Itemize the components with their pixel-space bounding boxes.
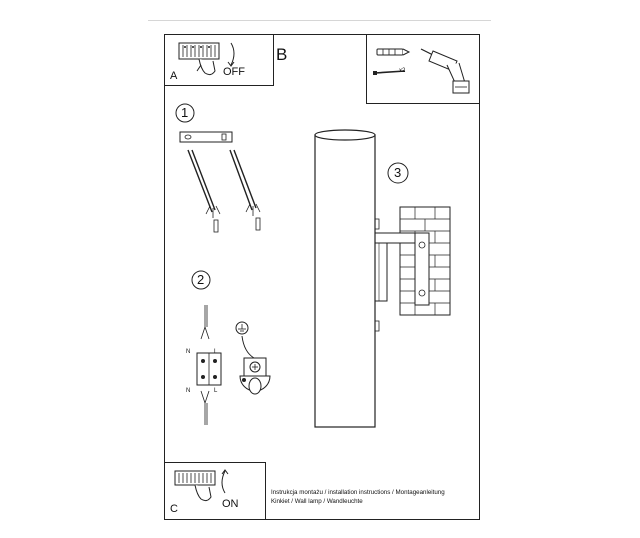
footer-instructions-title: Instrukcja montażu / installation instru… [271,489,445,496]
drill-icon [420,48,470,94]
step-3-number: 3 [394,165,402,180]
top-separator [148,20,491,21]
wiring-label-top-n: N [186,349,191,355]
step-a-letter: A [170,70,178,82]
wiring-label-top-l: L [214,349,218,355]
step-a-action: OFF [223,66,245,78]
terminal-block-wiring-diagram [196,305,222,425]
wall-lamp-mounting-illustration [314,129,451,428]
fuse-switch-on-icon [174,469,229,502]
tools-box: x2 [366,34,480,104]
step-c-box: C ON [164,462,266,520]
tools-quantity: x2 [399,68,406,74]
wiring-label-bottom-n: N [186,388,191,394]
step-c-letter: C [170,503,178,515]
instruction-frame [164,34,480,520]
ground-connection-icon [235,321,271,395]
step-3-number-circle [387,162,409,184]
step-c-action: ON [222,498,239,510]
step-2-number: 2 [197,272,205,287]
step-b-letter: B [276,45,288,64]
step-1-number: 1 [181,105,189,120]
step-1-number-circle [175,103,195,123]
dowel-screw-icon [373,48,411,75]
mounting-bracket-wires-illustration [179,131,261,233]
fuse-switch-off-icon [178,42,235,76]
step-2-number-circle [191,270,211,290]
footer-product-name: Kinkiet / Wall lamp / Wandleuchte [271,498,363,505]
wiring-label-bottom-l: L [214,388,218,394]
step-a-box: A OFF [164,34,274,86]
